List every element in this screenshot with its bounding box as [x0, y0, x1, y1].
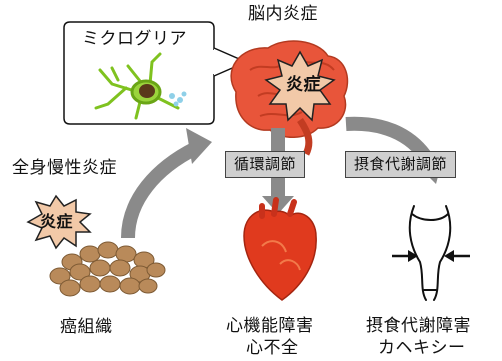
microglia-cell-icon — [94, 52, 187, 120]
feeding-metabolism-regulation-box: 摂食代謝調節 — [345, 151, 457, 178]
squeeze-arrow-right — [444, 250, 470, 262]
tumor-inflammation-burst — [26, 194, 92, 250]
tumor-burst-label: 炎症 — [40, 212, 74, 231]
heart-outcome-line2: 心不全 — [246, 338, 299, 358]
cancer-tissue-label: 癌組織 — [60, 317, 113, 337]
heart-outcome-line1: 心機能障害 — [226, 316, 314, 336]
circulatory-regulation-box: 循環調節 — [225, 151, 306, 178]
brain-inflammation-label: 脳内炎症 — [248, 4, 318, 24]
systemic-inflammation-label: 全身慢性炎症 — [12, 158, 117, 178]
body-torso-icon — [408, 205, 452, 301]
body-outcome-line2: カヘキシー — [378, 338, 466, 358]
tumor-cluster-icon — [49, 241, 166, 297]
microglia-callout — [63, 21, 248, 125]
microglia-label: ミクログリア — [82, 29, 187, 49]
tumor-to-brain-arrow — [121, 128, 212, 239]
brain-burst-label: 炎症 — [286, 75, 321, 95]
brain-inflammation-burst — [264, 50, 336, 122]
squeeze-arrow-left — [392, 250, 418, 262]
heart-icon — [243, 197, 317, 301]
body-outcome-line1: 摂食代謝障害 — [366, 316, 471, 336]
